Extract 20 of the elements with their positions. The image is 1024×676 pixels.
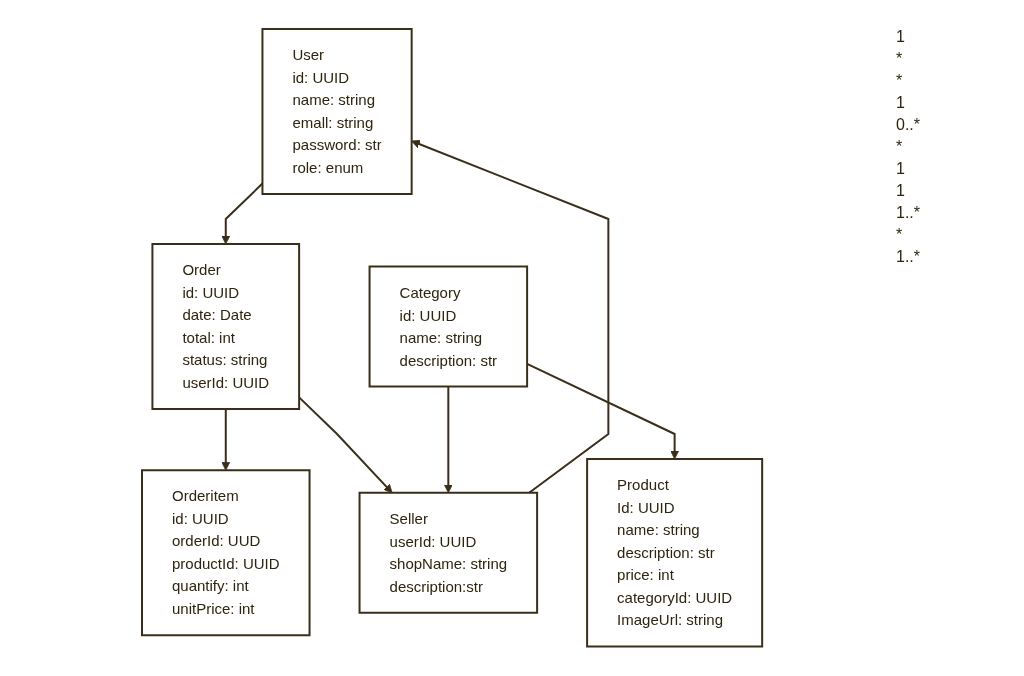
node-box: Seller userId: UUID shopName: string description:str bbox=[358, 492, 539, 614]
multiplicity-label: * bbox=[896, 226, 904, 244]
multiplicity-label: 1..* bbox=[896, 248, 921, 266]
node-box: Orderitem id: UUID orderId: UUD productId: UUID quantify: int unitPrice: int bbox=[140, 469, 311, 637]
node-box: User id: UUID name: string emall: string password: str role: enum bbox=[261, 28, 413, 196]
arrow bbox=[221, 408, 231, 471]
multiplicity-label: * bbox=[896, 50, 904, 68]
multiplicity-label: 1 bbox=[896, 94, 906, 112]
multiplicity-label: 0..* bbox=[896, 116, 921, 134]
arrow bbox=[411, 140, 610, 494]
node-box: Order id: UUID date: Date total: int status: string userId: UUID bbox=[151, 243, 301, 411]
arrow bbox=[443, 385, 453, 494]
multiplicity-label: * bbox=[896, 72, 904, 90]
multiplicity-label: 1 bbox=[896, 182, 906, 200]
node-box: Category id: UUID name: string description: str bbox=[368, 265, 528, 388]
multiplicity-label: 1..* bbox=[896, 204, 921, 222]
multiplicity-label: * bbox=[896, 138, 904, 156]
multiplicity-label: 1 bbox=[896, 28, 906, 46]
node-box: Product Id: UUID name: string description: str price: int categoryId: UUID ImageUrl: string bbox=[586, 458, 764, 648]
multiplicity-label: 1 bbox=[896, 160, 906, 178]
